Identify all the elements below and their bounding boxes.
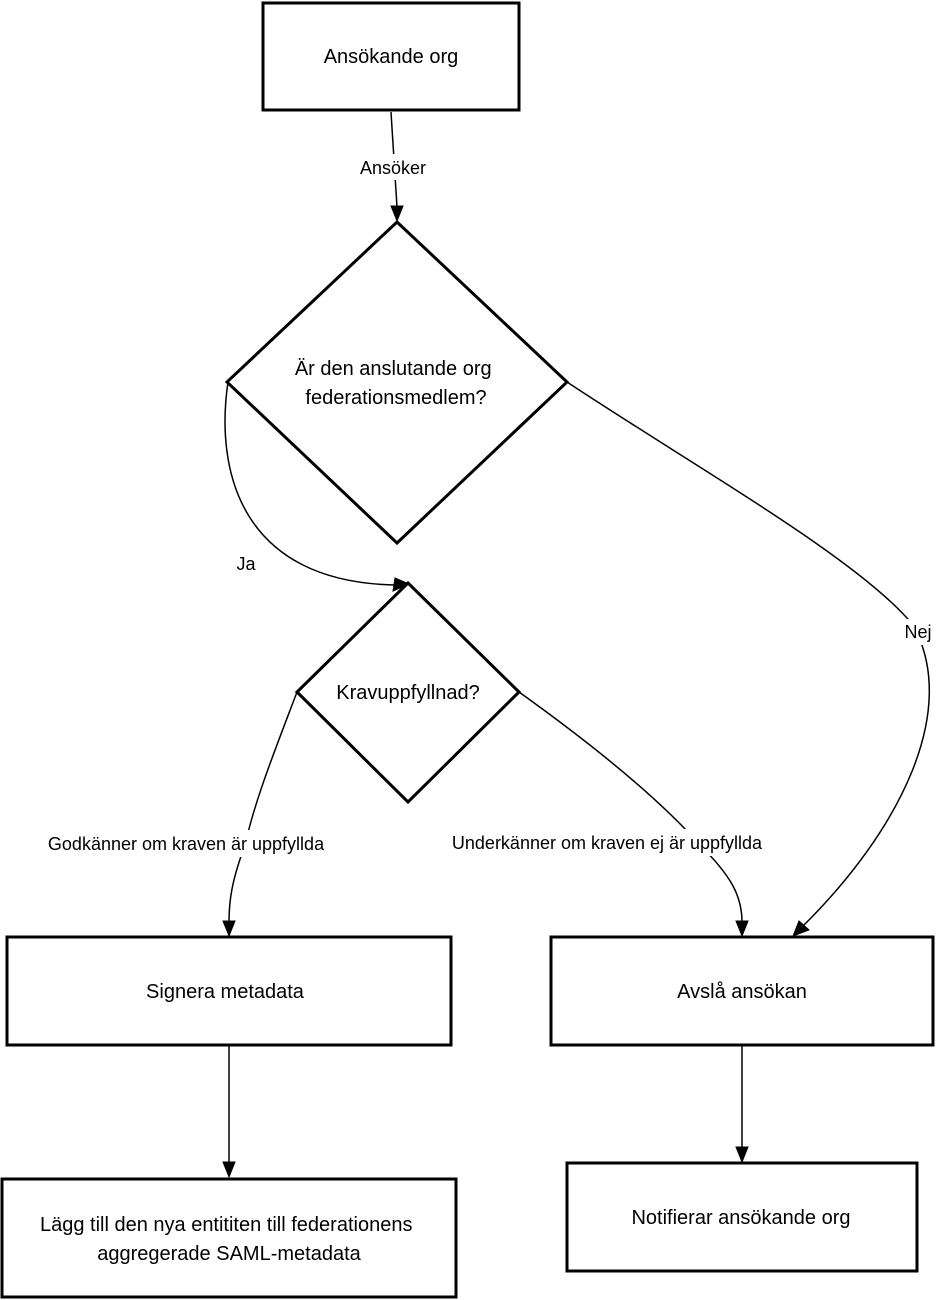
arrowhead [390, 205, 404, 223]
node-add-entity-label: Lägg till den nya entititen till federat… [40, 1214, 418, 1265]
edge-reject-to-notify [735, 1046, 749, 1164]
arrowhead [735, 920, 749, 938]
node-add-entity-line-2: aggregerade SAML-metadata [97, 1243, 361, 1265]
edge-label-approve: Godkänner om kraven är uppfyllda [48, 834, 325, 854]
arrowhead [222, 920, 236, 938]
edge-yes: Ja [224, 381, 411, 592]
arrowhead [222, 1161, 236, 1179]
node-reject-application: Avslå ansökan [549, 935, 935, 1047]
edge-disapprove: Underkänner om kraven ej är uppfyllda [411, 691, 803, 938]
node-notify-applicant: Notifierar ansökande org [565, 1161, 919, 1273]
node-notify-applicant-label: Notifierar ansökande org [631, 1207, 850, 1229]
node-sign-metadata: Signera metadata [5, 935, 453, 1047]
edge-label-applies: Ansöker [360, 158, 426, 178]
node-member-decision-line-2: federationsmedlem? [305, 387, 486, 409]
node-add-entity-line-1: Lägg till den nya entititen till federat… [40, 1214, 412, 1236]
edge-sign-to-add [222, 1046, 236, 1179]
node-member-decision-line-1: Är den anslutande org [295, 358, 492, 380]
node-add-entity: Lägg till den nya entititen till federat… [0, 1177, 458, 1299]
edge-label-disapprove: Underkänner om kraven ej är uppfyllda [452, 833, 763, 853]
edge-label-no: Nej [904, 622, 931, 642]
arrowhead [392, 577, 411, 592]
node-member-decision: Är den anslutande org federationsmedlem? [224, 219, 570, 546]
arrowhead [792, 920, 810, 937]
node-requirements-decision: Kravuppfyllnad? [294, 580, 522, 805]
node-member-decision-label: Är den anslutande org federationsmedlem? [295, 358, 497, 409]
node-applicant-label: Ansökande org [324, 46, 459, 68]
node-reject-application-label: Avslå ansökan [677, 981, 807, 1003]
edge-label-yes: Ja [236, 554, 256, 574]
edge-no: Nej [566, 381, 939, 937]
edge-applies: Ansöker [348, 111, 438, 223]
arrowhead [735, 1146, 749, 1164]
edge-approve: Godkänner om kraven är uppfyllda [12, 691, 360, 938]
node-sign-metadata-label: Signera metadata [146, 981, 305, 1003]
node-requirements-decision-label: Kravuppfyllnad? [336, 682, 479, 704]
node-applicant: Ansökande org [261, 1, 521, 112]
